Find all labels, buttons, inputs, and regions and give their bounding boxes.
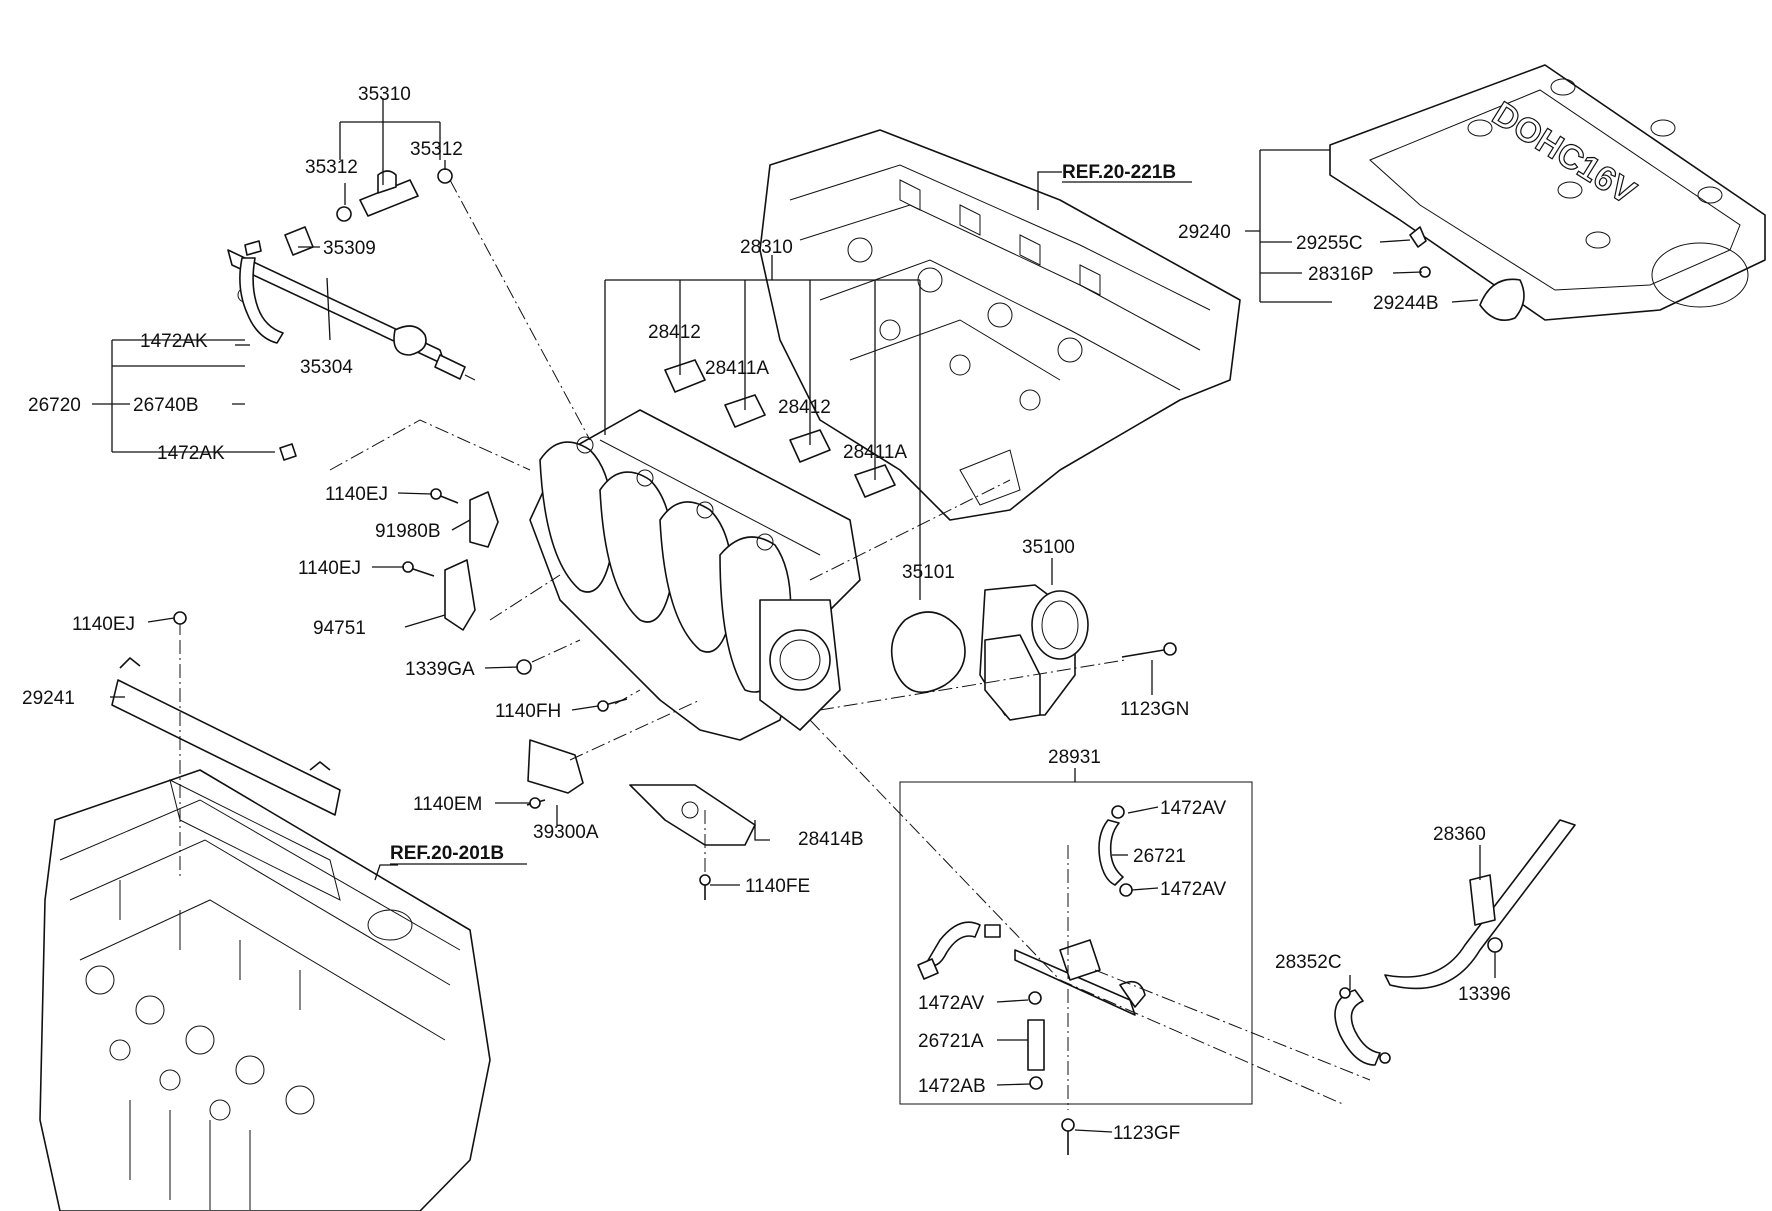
- label-28411A-a: 28411A: [705, 358, 769, 379]
- label-91980B: 91980B: [375, 521, 441, 542]
- label-28412-b: 28412: [778, 397, 831, 418]
- label-28411A-b: 28411A: [843, 442, 907, 463]
- label-1123GF: 1123GF: [1113, 1123, 1180, 1144]
- label-28412-a: 28412: [648, 322, 701, 343]
- label-28360: 28360: [1433, 824, 1486, 845]
- label-1140EM: 1140EM: [413, 794, 482, 815]
- label-29241: 29241: [22, 688, 75, 709]
- leader-lines: [92, 98, 1496, 1133]
- label-26740B: 26740B: [133, 395, 199, 416]
- label-1472AB: 1472AB: [918, 1076, 986, 1097]
- label-26721A: 26721A: [918, 1031, 984, 1052]
- label-35309: 35309: [323, 238, 376, 259]
- label-29240: 29240: [1178, 222, 1231, 243]
- cylinder-head-lower: [39, 769, 491, 1211]
- label-13396: 13396: [1458, 984, 1511, 1005]
- label-26721: 26721: [1133, 846, 1186, 867]
- coolant-hose-group-box: [899, 781, 1253, 1105]
- label-29255C: 29255C: [1296, 233, 1363, 254]
- ref-label-20-201B[interactable]: REF.20-201B: [390, 843, 504, 864]
- label-26720: 26720: [28, 395, 81, 416]
- label-35312-right: 35312: [410, 139, 463, 160]
- label-35101: 35101: [902, 562, 955, 583]
- label-28931: 28931: [1048, 747, 1101, 768]
- label-1140FH: 1140FH: [495, 701, 561, 722]
- label-1140EJ-b: 1140EJ: [298, 558, 361, 579]
- fuel-hose: [239, 240, 297, 461]
- label-35312-left: 35312: [305, 157, 358, 178]
- label-1339GA: 1339GA: [405, 659, 475, 680]
- label-29244B: 29244B: [1373, 293, 1439, 314]
- cylinder-head-upper: [759, 129, 1241, 521]
- label-94751: 94751: [313, 618, 366, 639]
- label-1140FE: 1140FE: [745, 876, 810, 897]
- label-28316P: 28316P: [1308, 264, 1374, 285]
- intake-manifold: [529, 409, 861, 741]
- map-sensor: [526, 739, 584, 809]
- dipstick-tube: [1334, 819, 1576, 1066]
- fuel-rail: [227, 226, 476, 381]
- label-1472AK-bottom: 1472AK: [157, 443, 225, 464]
- label-1123GN: 1123GN: [1120, 699, 1189, 720]
- label-39300A: 39300A: [533, 822, 599, 843]
- label-35304: 35304: [300, 357, 353, 378]
- ref-label-20-221B[interactable]: REF.20-221B: [1062, 162, 1176, 183]
- label-1472AV-a: 1472AV: [1160, 798, 1227, 819]
- coolant-pipe: [917, 805, 1146, 1155]
- throttle-gasket: [890, 611, 966, 694]
- label-1140EJ-c: 1140EJ: [72, 614, 135, 635]
- label-1472AK-top: 1472AK: [140, 331, 208, 352]
- label-28352C: 28352C: [1275, 952, 1342, 973]
- label-28310: 28310: [740, 237, 793, 258]
- assembly-lines: [179, 179, 1371, 1110]
- label-35100: 35100: [1022, 537, 1075, 558]
- label-1472AV-b: 1472AV: [1160, 879, 1227, 900]
- engine-cover: DOHC16V: [1329, 64, 1766, 321]
- label-35310: 35310: [358, 84, 411, 105]
- label-28414B: 28414B: [798, 829, 864, 850]
- fuel-injector: [336, 168, 453, 222]
- brackets-left: [402, 488, 628, 712]
- throttle-body: [979, 584, 1177, 721]
- part-labels: 35310 35312 35312 35309 35304 1472AK 267…: [22, 84, 1511, 1144]
- label-1140EJ-a: 1140EJ: [325, 484, 388, 505]
- label-1472AV-c: 1472AV: [918, 993, 985, 1014]
- manifold-stay: [629, 784, 756, 900]
